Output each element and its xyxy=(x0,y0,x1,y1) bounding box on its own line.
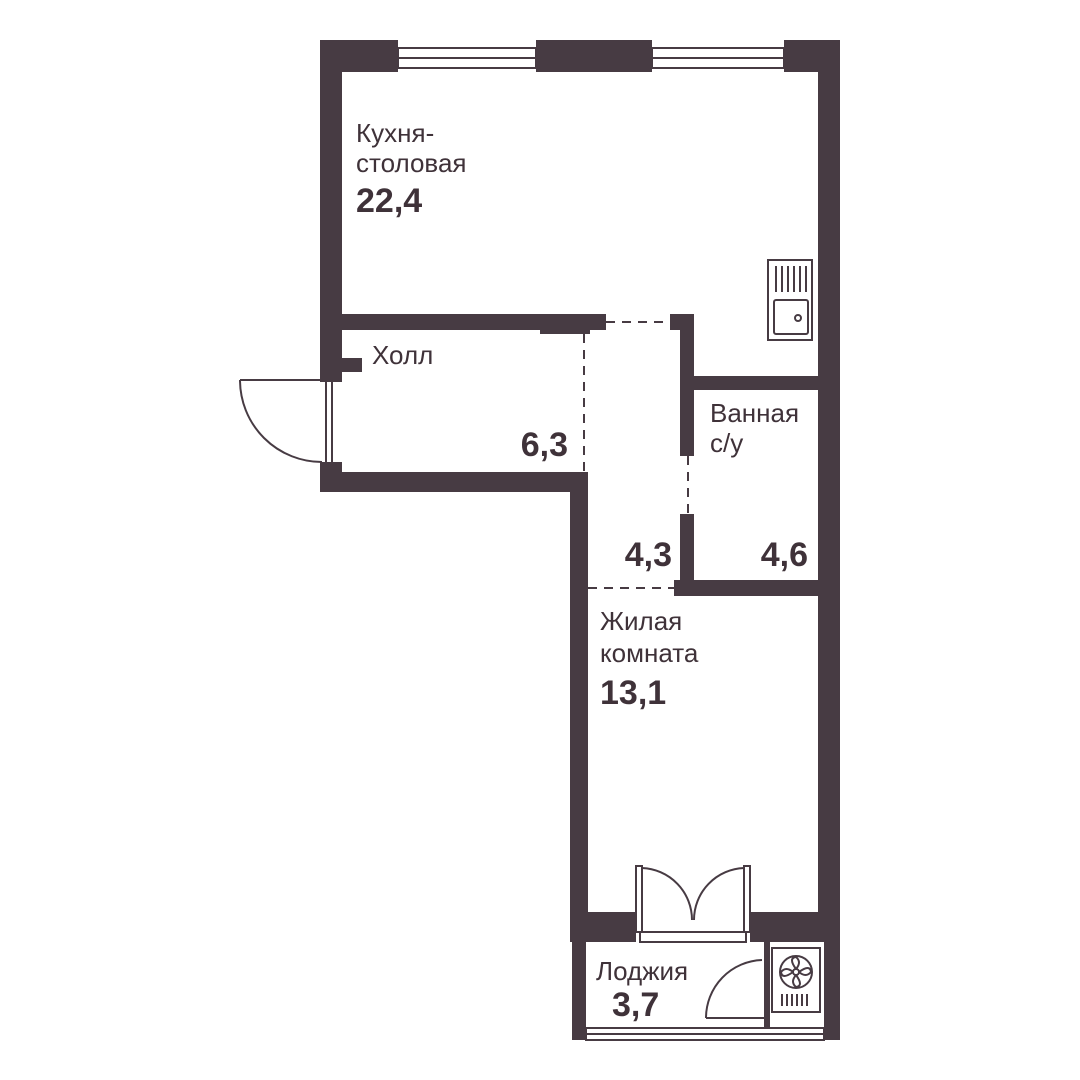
wall-loggia-right xyxy=(824,942,840,1040)
room-hall: Холл 6,3 xyxy=(372,340,568,464)
wall-bath-top xyxy=(692,376,820,390)
wall-bath-left-upper xyxy=(680,314,694,456)
bathroom-name-line2: с/у xyxy=(710,428,743,458)
room-corridor: 4,3 xyxy=(625,536,672,574)
corridor-area: 4,3 xyxy=(625,536,672,574)
loggia-area: 3,7 xyxy=(612,986,659,1024)
wall-top-middle xyxy=(536,40,652,72)
room-living: Жилая комната 13,1 xyxy=(600,606,699,712)
kitchen-name-line1: Кухня- xyxy=(356,118,434,148)
entrance-door-icon xyxy=(239,379,333,463)
wall-loggia-divider xyxy=(764,942,770,1028)
wall-living-bottom-right xyxy=(750,912,840,942)
air-conditioner-icon xyxy=(771,947,821,1013)
wall-kitchen-hall xyxy=(340,314,606,330)
walls xyxy=(320,40,840,1040)
loggia-door-icon xyxy=(705,959,764,1019)
hall-name: Холл xyxy=(372,340,433,370)
wall-right-outer xyxy=(818,40,840,940)
wall-kitchen-hall-thick xyxy=(540,314,590,334)
wall-bath-left-lower xyxy=(680,514,694,584)
openings xyxy=(583,321,689,589)
wall-bath-bottom xyxy=(674,580,820,596)
room-kitchen: Кухня- столовая 22,4 xyxy=(356,118,467,220)
living-name-line2: комната xyxy=(600,638,699,668)
living-name-line1: Жилая xyxy=(600,606,682,636)
bathroom-area: 4,6 xyxy=(761,536,808,574)
room-loggia: Лоджия 3,7 xyxy=(596,956,688,1024)
room-bathroom: Ванная с/у 4,6 xyxy=(710,398,808,574)
balcony-door-icon xyxy=(635,865,751,933)
wall-left-upper xyxy=(320,40,342,382)
wall-loggia-left xyxy=(572,942,586,1040)
balcony-door-sill xyxy=(639,931,747,943)
bathroom-name-line1: Ванная xyxy=(710,398,799,428)
wall-hall-bottom xyxy=(320,472,588,492)
loggia-name: Лоджия xyxy=(596,956,688,986)
hall-area: 6,3 xyxy=(521,426,568,464)
kitchen-name-line2: столовая xyxy=(356,148,467,178)
living-area: 13,1 xyxy=(600,674,666,712)
windows xyxy=(397,47,825,1041)
sink-icon xyxy=(767,259,813,341)
wall-hall-nub xyxy=(340,358,362,372)
wall-living-bottom-left xyxy=(570,912,636,942)
kitchen-area: 22,4 xyxy=(356,182,422,220)
wall-corridor-left xyxy=(570,472,588,942)
